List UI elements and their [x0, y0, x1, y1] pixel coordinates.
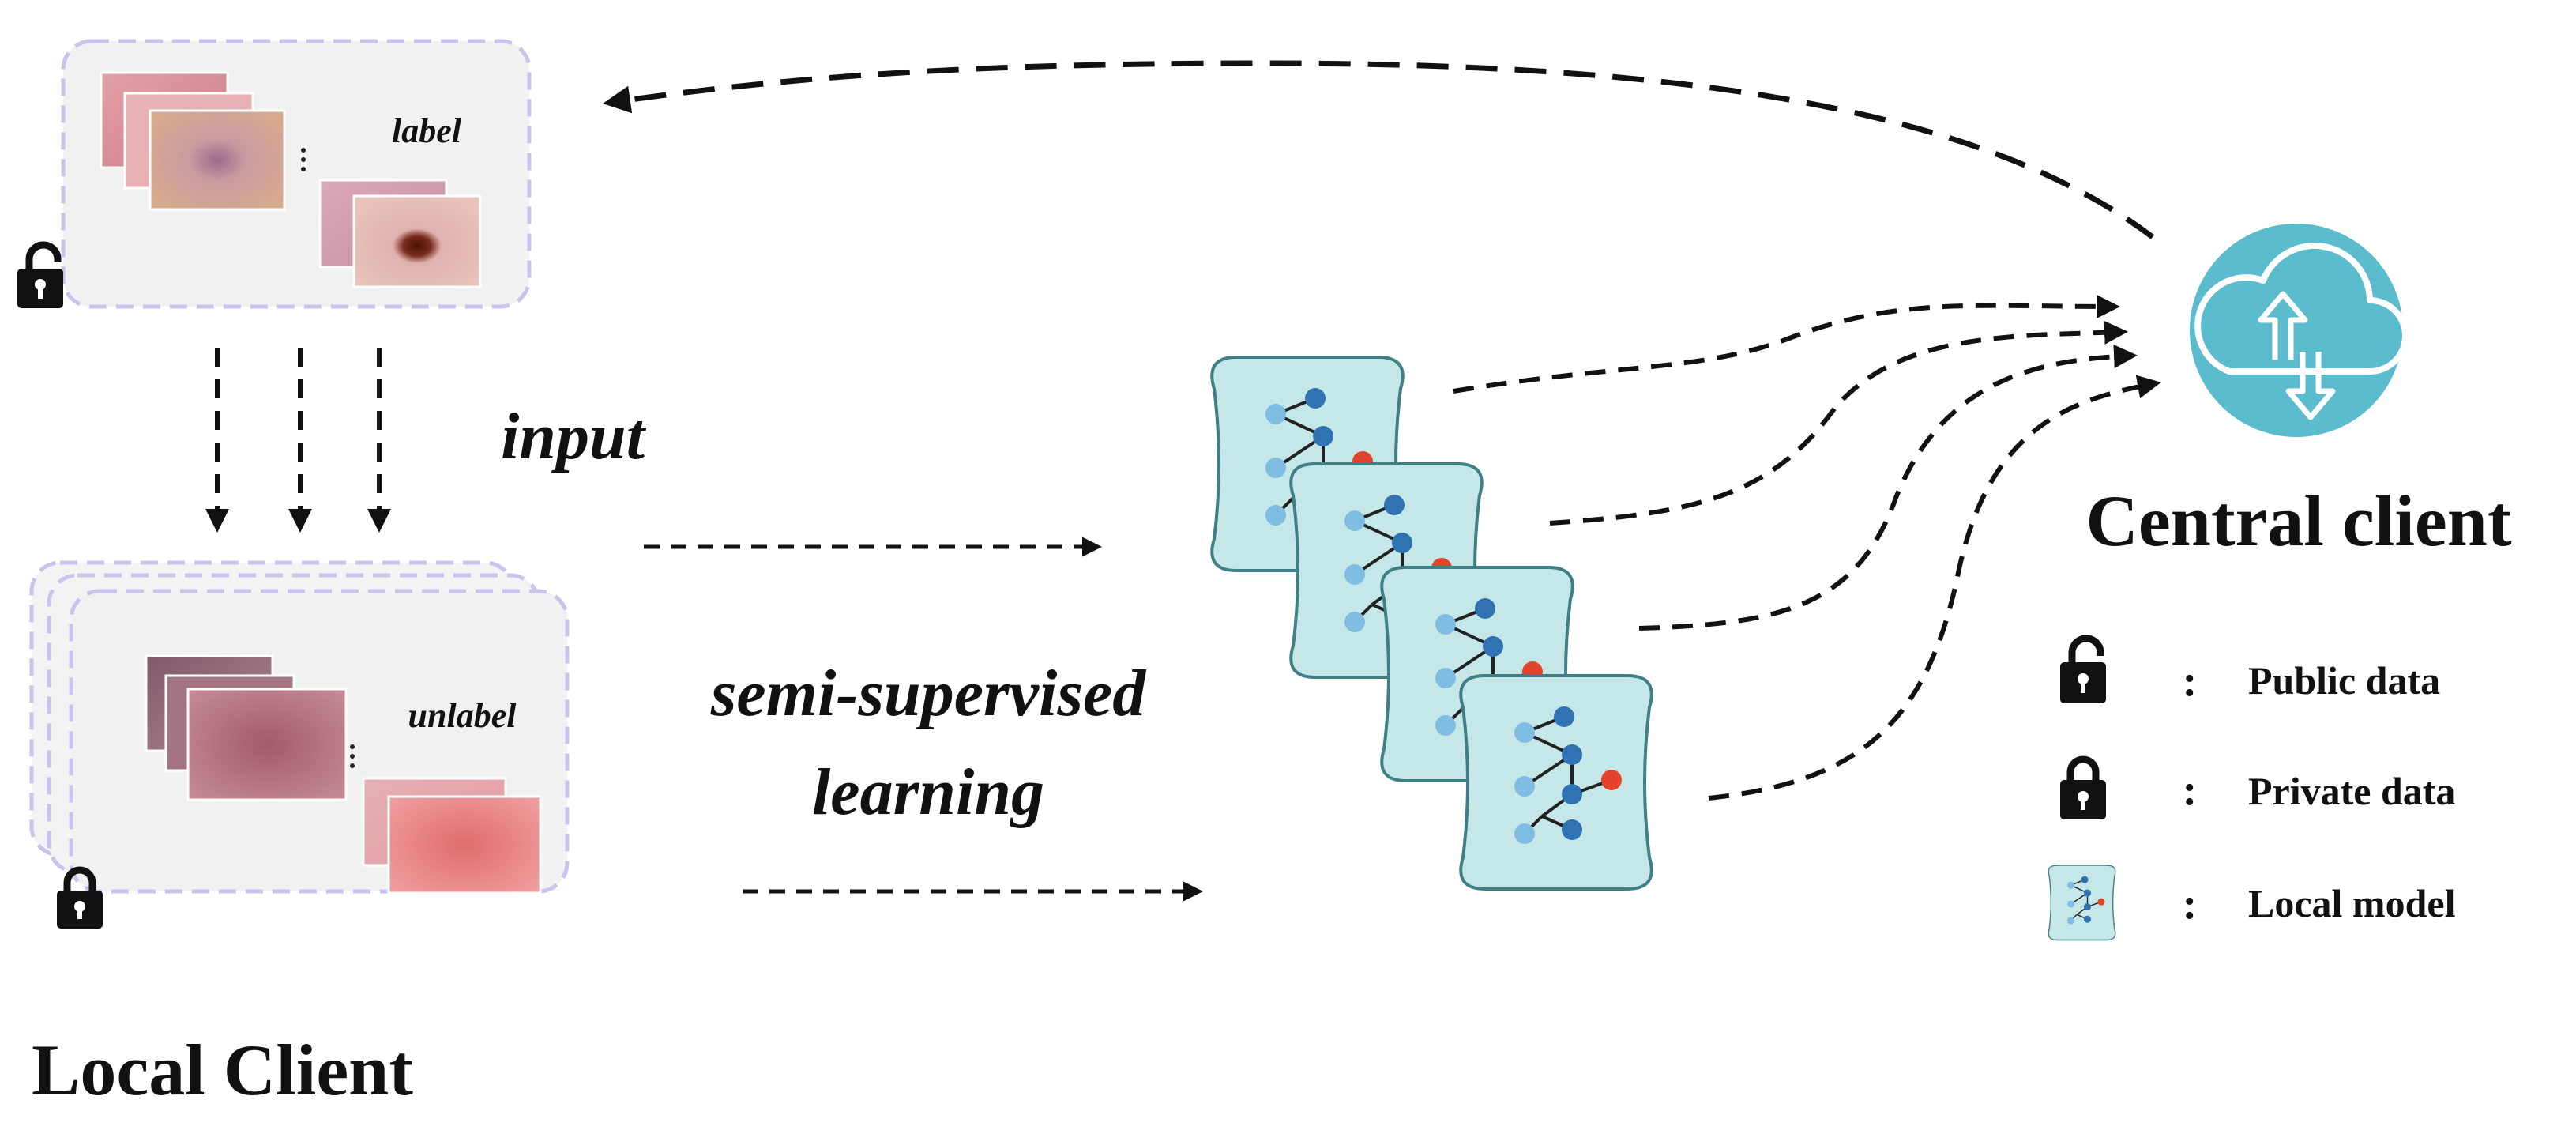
- local-model-stack: [1210, 356, 1653, 891]
- input-arrows: [205, 348, 391, 533]
- labeled-data-panel: label: [17, 39, 532, 309]
- ellipsis-dots: [301, 148, 306, 171]
- unlabel-text: unlabel: [408, 696, 517, 735]
- model-to-cloud-arrows: [1453, 294, 2161, 801]
- ellipsis-dots: [350, 744, 355, 768]
- central-client-title: Central client: [2085, 480, 2511, 561]
- local-client-title: Local Client: [32, 1030, 413, 1110]
- local-model: [1459, 674, 1653, 891]
- legend-private-data: Private data: [2248, 769, 2455, 813]
- legend-separator: :: [2183, 657, 2198, 706]
- learning-text: learning: [812, 755, 1044, 829]
- legend-separator: :: [2183, 766, 2198, 815]
- local-model-glyph: [2048, 865, 2116, 941]
- legend-local-model-icon: [2048, 865, 2116, 941]
- open-lock-icon: [17, 241, 63, 308]
- input-text: input: [501, 400, 647, 473]
- legend-open-lock-icon: [2060, 635, 2106, 703]
- cloud-icon: [2190, 224, 2409, 437]
- legend-closed-lock-icon: [2060, 755, 2106, 819]
- semi-supervised-text: semi-supervised: [710, 657, 1148, 730]
- closed-lock-icon: [57, 866, 103, 929]
- skin-image: [149, 109, 286, 211]
- skin-image: [186, 688, 348, 801]
- cloud-to-client-arrow: [603, 60, 2155, 239]
- legend: : Public data : Private data : Local mod…: [2048, 635, 2456, 941]
- label-text: label: [392, 111, 462, 150]
- legend-public-data: Public data: [2248, 658, 2440, 703]
- skin-image: [387, 795, 542, 895]
- legend-separator: :: [2183, 880, 2198, 929]
- legend-local-model: Local model: [2248, 881, 2456, 925]
- skin-image: [352, 194, 482, 288]
- unlabeled-data-panel: unlabel: [29, 560, 570, 929]
